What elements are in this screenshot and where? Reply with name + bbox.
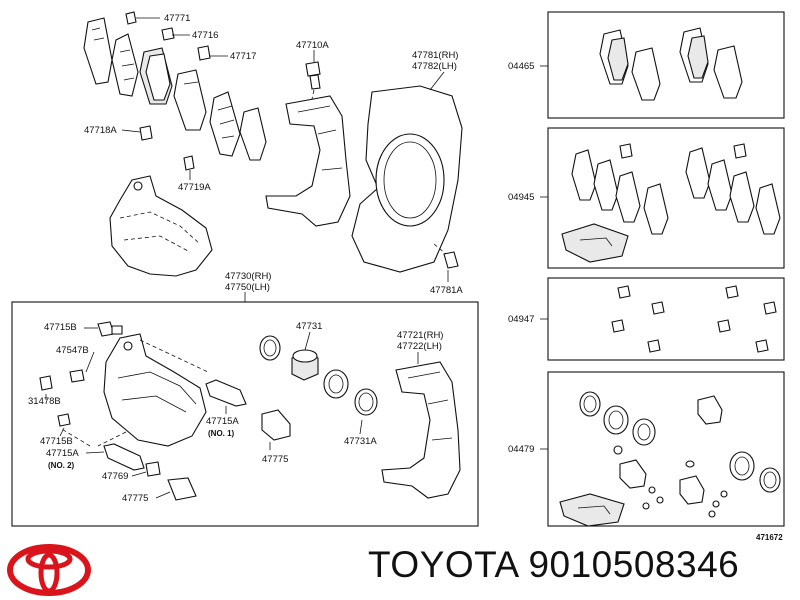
caliper-body [97, 333, 209, 447]
kit-04947-clips [611, 285, 777, 353]
label-47718a: 47718A [84, 125, 117, 136]
kit-04479-seals [559, 391, 781, 527]
label-47717: 47717 [230, 51, 256, 62]
dust-shield [351, 71, 463, 273]
toyota-logo-icon [7, 544, 91, 596]
kit-box-04947 [547, 277, 785, 361]
label-no2: (NO. 2) [48, 461, 75, 470]
label-47781a: 47781A [430, 285, 463, 296]
label-47715a-right: 47715A [206, 416, 239, 427]
label-47715b-bot: 47715B [40, 436, 73, 447]
label-47775-left: 47775 [122, 493, 148, 504]
kit-box-04465 [547, 11, 785, 119]
caliper-mounting-ghost [109, 175, 213, 277]
kit-box-04945 [547, 127, 785, 269]
kit-04945-shims [561, 143, 781, 263]
label-47715b-top: 47715B [44, 322, 77, 333]
label-47769: 47769 [102, 471, 128, 482]
label-47731a: 47731A [344, 436, 377, 447]
label-04947: 04947 [508, 314, 534, 325]
mounting-bracket-upper [265, 95, 351, 227]
seals-and-piston [259, 331, 378, 435]
label-47547b: 47547B [56, 345, 89, 356]
label-47730-rh: 47730(RH) [225, 271, 271, 282]
leaders-top-left [121, 17, 228, 180]
mounting-bracket-lower [381, 352, 461, 499]
bolt-47710a [305, 50, 321, 109]
label-47719a: 47719A [178, 182, 211, 193]
brake-pads-group [83, 11, 267, 171]
label-47750-lh: 47750(LH) [225, 282, 270, 293]
guide-pin-no1 [205, 379, 247, 414]
boot-47775 [261, 409, 291, 450]
label-04945: 04945 [508, 192, 534, 203]
label-47782-lh: 47782(LH) [412, 61, 457, 72]
label-47715a-left: 47715A [46, 448, 79, 459]
label-47781-rh: 47781(RH) [412, 50, 458, 61]
bleeder-and-pins [39, 321, 197, 501]
label-47710a: 47710A [296, 40, 329, 51]
label-47771: 47771 [164, 13, 190, 24]
label-47721-rh: 47721(RH) [397, 330, 443, 341]
bolt-47781a [433, 243, 459, 282]
label-47716: 47716 [192, 30, 218, 41]
label-47731: 47731 [296, 321, 322, 332]
brand-title: TOYOTA 9010508346 [368, 544, 740, 585]
label-47722-lh: 47722(LH) [397, 341, 442, 352]
kit-04465-pads [599, 27, 743, 101]
label-04465: 04465 [508, 61, 534, 72]
caliper-assembly-box [11, 301, 479, 527]
label-31478b: 31478B [28, 396, 61, 407]
label-47775-mid: 47775 [262, 454, 288, 465]
label-04479: 04479 [508, 444, 534, 455]
diagram-code: 471672 [756, 533, 783, 542]
label-no1: (NO. 1) [208, 429, 235, 438]
